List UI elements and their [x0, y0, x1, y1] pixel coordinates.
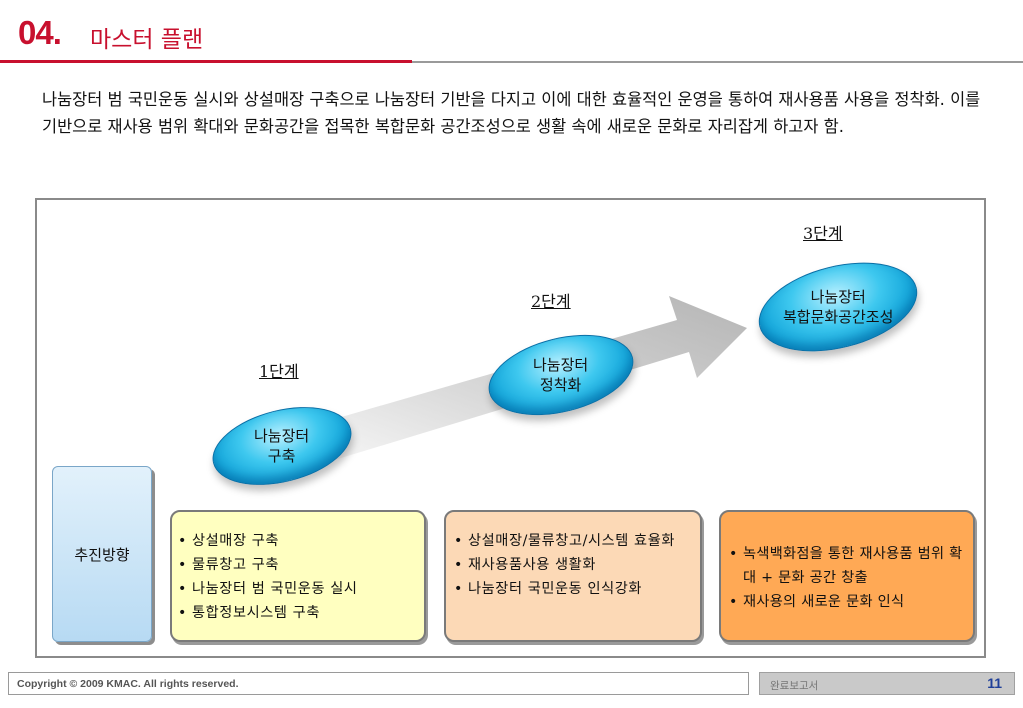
section-title: 마스터 플랜 [90, 27, 204, 53]
list-item: 나눔장터 국민운동 인식강화 [454, 577, 690, 601]
stage-1-title: 나눔장터 구축 [254, 427, 310, 466]
list-item: 나눔장터 범 국민운동 실시 [178, 577, 358, 601]
list-item: 재사용품사용 생활화 [454, 553, 690, 577]
stage-3-label: 3단계 [803, 224, 843, 243]
stage-2-title: 나눔장터 정착화 [533, 356, 589, 395]
copyright-text: Copyright © 2009 KMAC. All rights reserv… [17, 678, 239, 690]
list-item: 물류창고 구축 [178, 553, 358, 577]
intro-paragraph: 나눔장터 범 국민운동 실시와 상설매장 구축으로 나눔장터 기반을 다지고 이… [42, 90, 981, 136]
direction-box: 추진방향 [52, 466, 152, 642]
direction-label: 추진방향 [74, 545, 130, 564]
footer-copyright-bar: Copyright © 2009 KMAC. All rights reserv… [8, 672, 749, 695]
page-number: 11 [987, 675, 1002, 691]
list-item: 상설매장/물류창고/시스템 효율화 [454, 529, 690, 553]
stage-2-tasks: 상설매장/물류창고/시스템 효율화 재사용품사용 생활화 나눔장터 국민운동 인… [444, 510, 702, 642]
list-item: 재사용의 새로운 문화 인식 [729, 590, 969, 614]
section-number: 04. [18, 14, 62, 51]
list-item: 통합정보시스템 구축 [178, 601, 358, 625]
list-item: 녹색백화점을 통한 재사용품 범위 확대 + 문화 공간 창출 [729, 542, 969, 590]
document-name: 완료보고서 [770, 680, 819, 692]
slide-header: 04. 마스터 플랜 [0, 0, 1023, 63]
list-item: 상설매장 구축 [178, 529, 358, 553]
header-divider-accent [0, 60, 412, 63]
stage-3-title: 나눔장터 복합문화공간조성 [782, 288, 894, 326]
stage-1-tasks: 상설매장 구축 물류창고 구축 나눔장터 범 국민운동 실시 통합정보시스템 구… [170, 510, 426, 642]
stage-3-tasks: 녹색백화점을 통한 재사용품 범위 확대 + 문화 공간 창출 재사용의 새로운… [719, 510, 975, 642]
stage-1-label: 1단계 [259, 362, 299, 381]
stage-2-label: 2단계 [531, 292, 571, 311]
header-divider [412, 61, 1023, 63]
footer-page-bar: 완료보고서 11 [759, 672, 1015, 695]
